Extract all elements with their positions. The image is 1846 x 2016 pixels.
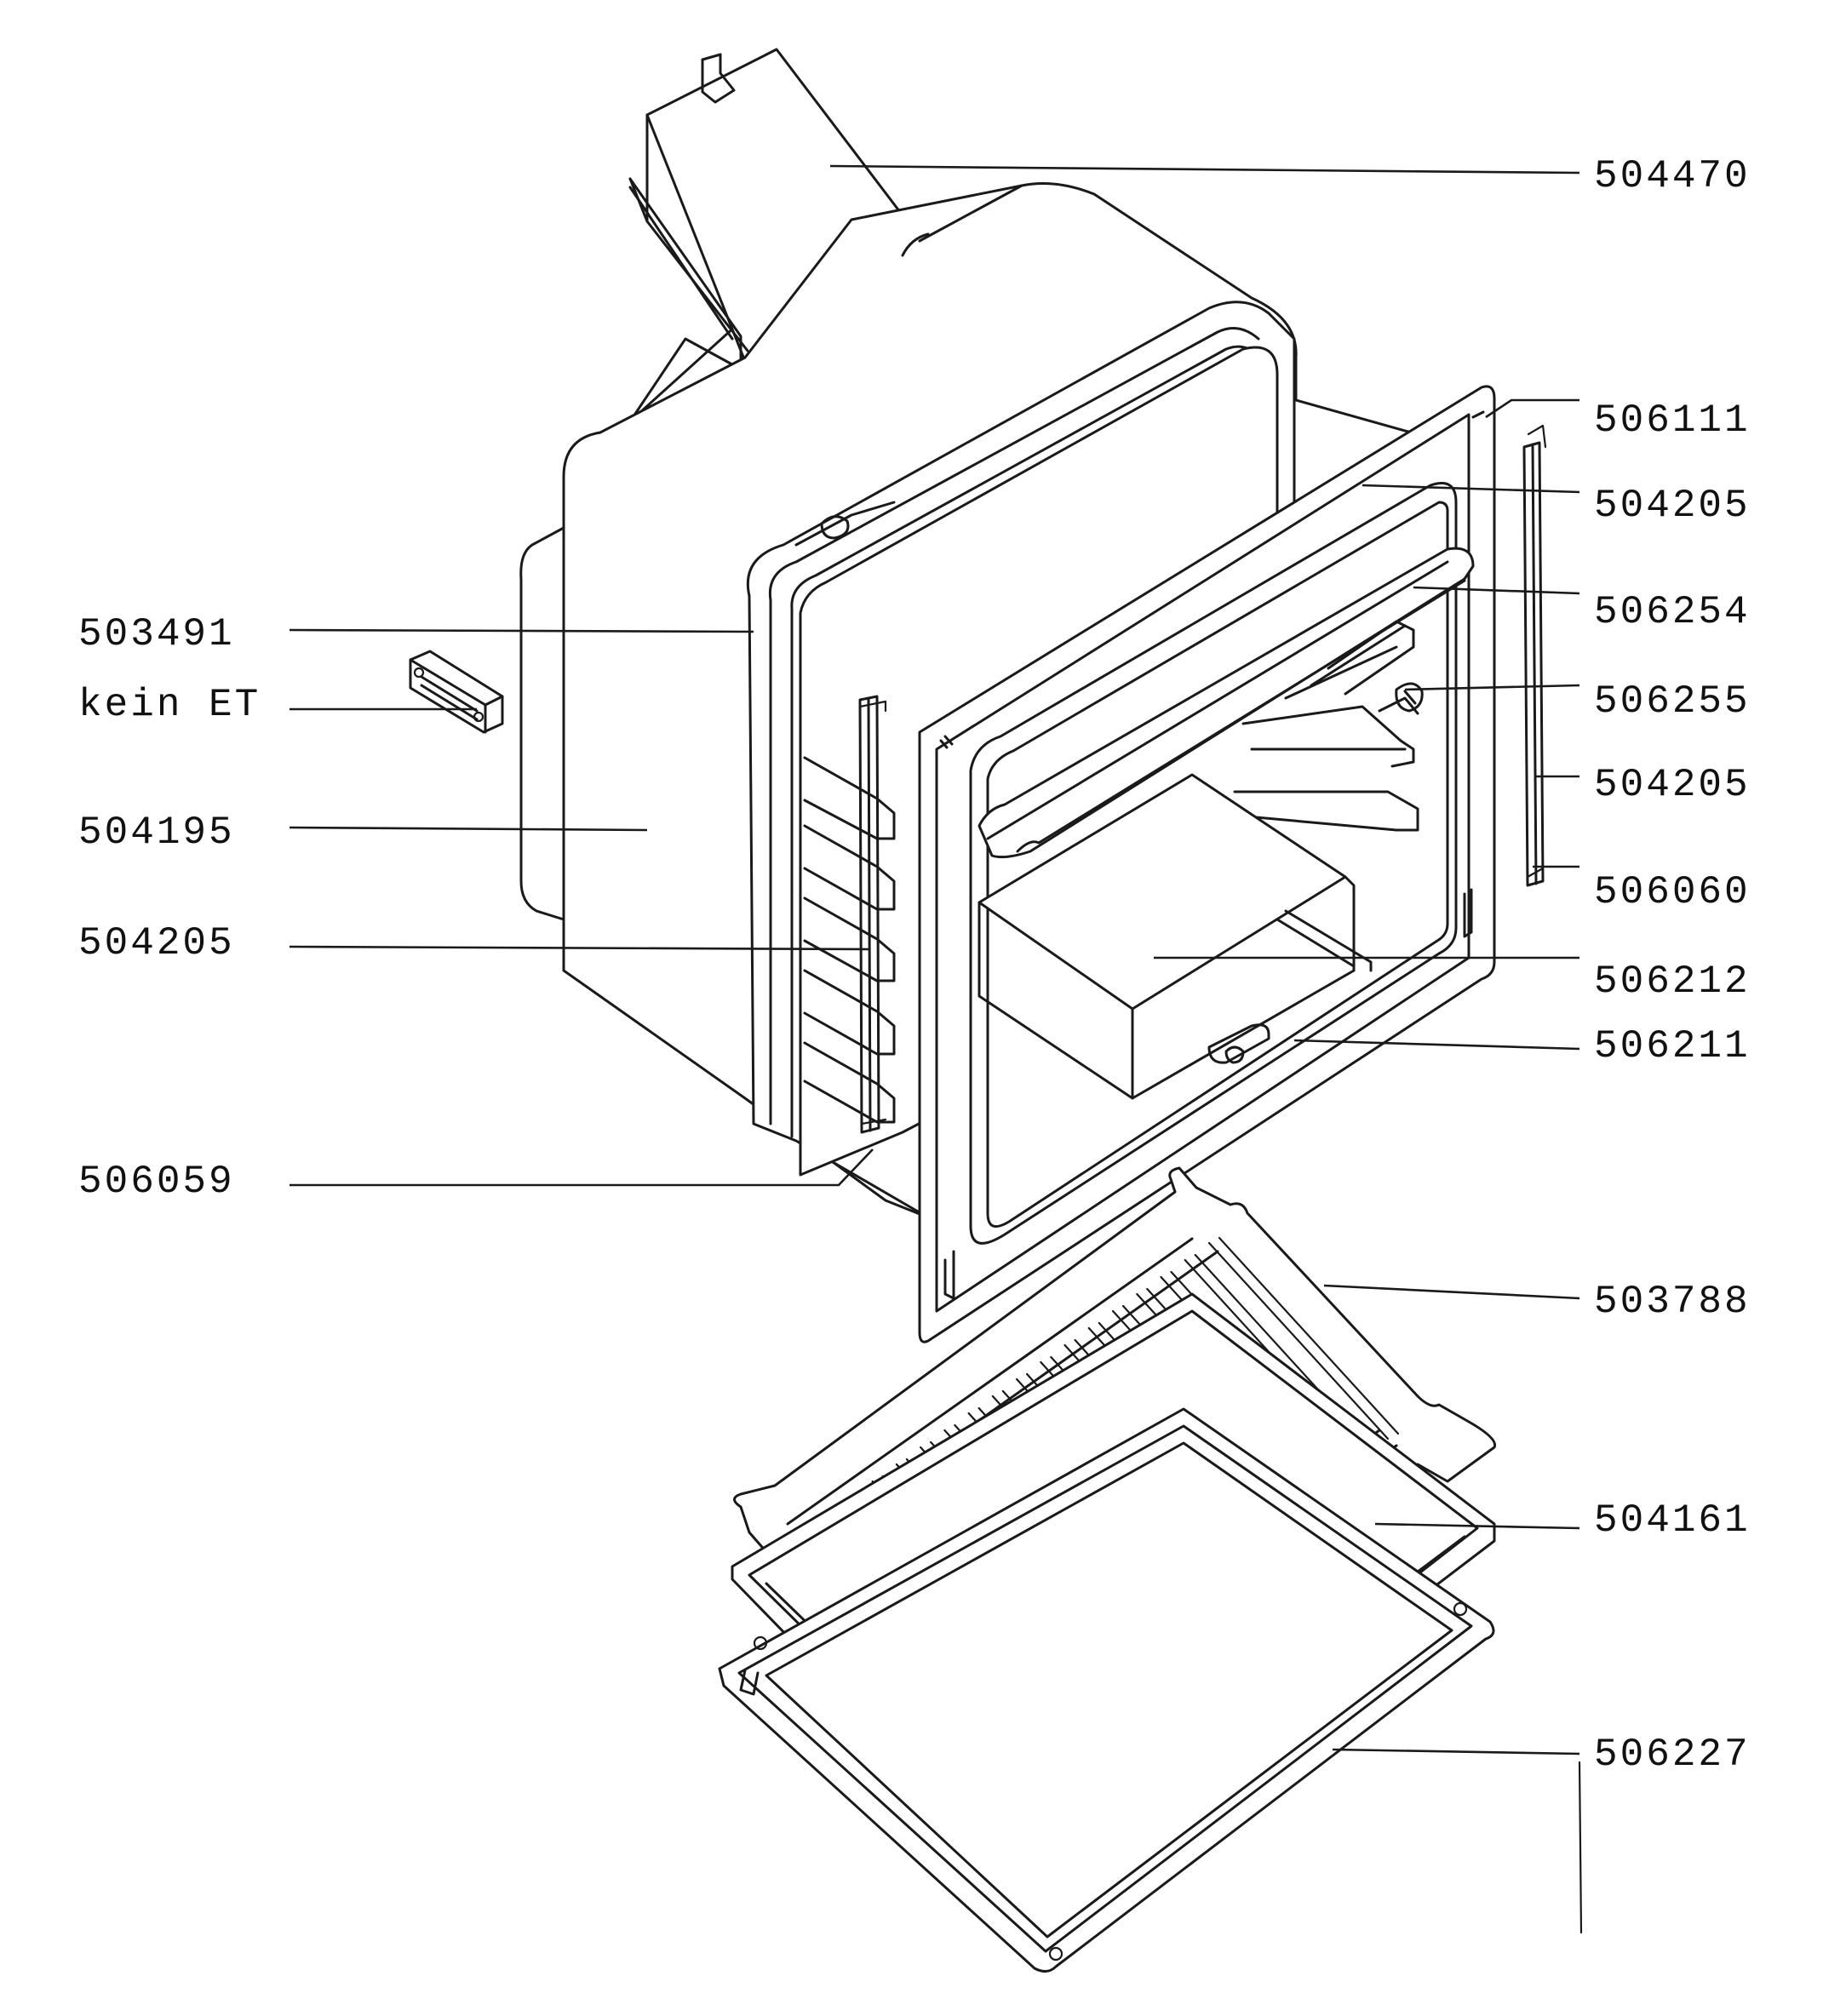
label-504470: 504470 [1594,154,1751,198]
leader-504470 [829,164,1580,175]
label-506212: 506212 [1594,959,1751,1004]
label-506111: 506111 [1594,398,1751,443]
side-clip-kein-et [409,650,504,734]
label-504205-right: 504205 [1594,763,1751,807]
label-504195: 504195 [78,810,235,855]
label-504205-top: 504205 [1594,484,1751,528]
label-506060: 506060 [1594,870,1751,914]
leader-504195 [289,826,648,832]
label-506059: 506059 [78,1160,235,1204]
right-rack-rail [1522,424,1547,887]
label-506255: 506255 [1594,679,1751,724]
leader-506211 [1293,1039,1580,1051]
label-506227: 506227 [1594,1732,1751,1777]
bottom-panel-506227 [718,1407,1495,1973]
label-503491: 503491 [78,612,235,656]
label-506254: 506254 [1594,590,1751,634]
leader-506227 [1332,1748,1580,1755]
part-labels-right: 504470 506111 504205 506254 506255 50420… [1594,154,1751,1777]
leader-504205-top [1362,484,1580,494]
leader-506254 [1413,586,1580,595]
leader-504161 [1374,1522,1580,1530]
label-504205-left: 504205 [78,921,235,965]
leader-503491 [289,628,754,633]
leader-504205-left [289,945,869,951]
left-rack-rail [858,695,887,1134]
label-506211: 506211 [1594,1024,1751,1068]
leader-503788 [1323,1284,1580,1300]
grill-element-506254 [977,547,1475,859]
rack-bar [1207,1236,1400,1440]
label-504161: 504161 [1594,1498,1751,1543]
leader-506111 [1485,398,1579,419]
leader-506059 [290,1148,874,1187]
label-503788: 503788 [1594,1280,1751,1324]
leader-506255 [1404,684,1580,691]
leader-lines [289,164,1583,1934]
part-labels-left: 503491 kein ET 504195 504205 506059 [78,612,261,1204]
label-kein-et: kein ET [78,683,261,727]
